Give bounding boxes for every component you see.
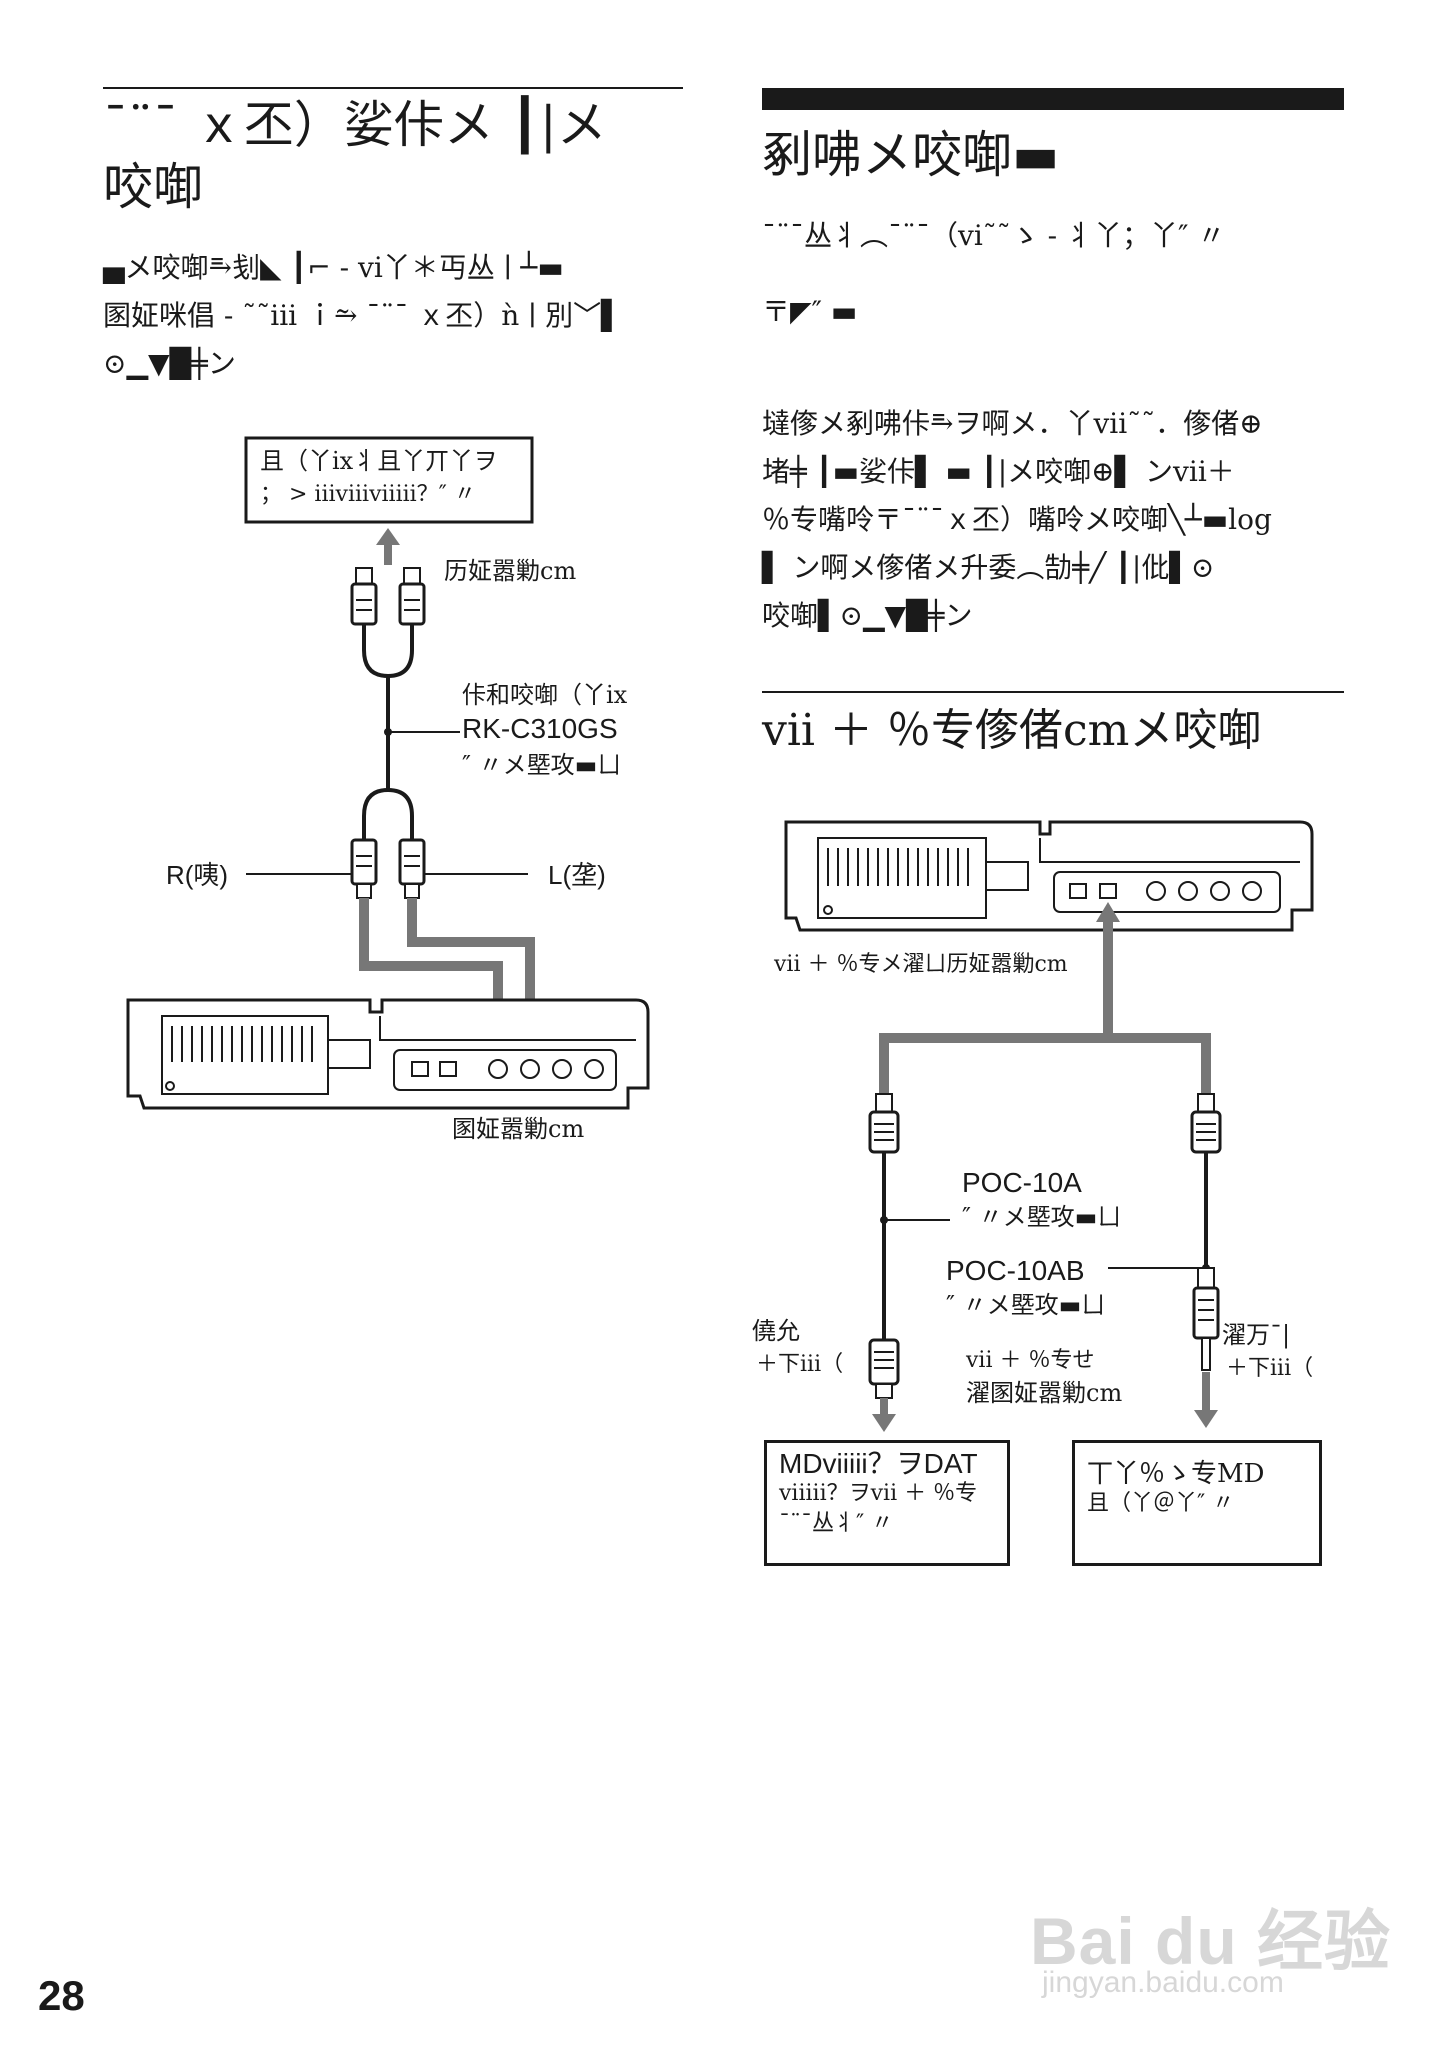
right-body-line: 堵╪ ┃▬娑佧▌ ▬ ┃|メ咬啣⊕▌ ンvii＋ (762, 455, 1235, 488)
right-plug-label-1: 濯万¯| (1222, 1321, 1291, 1349)
left-body-line: ▄メ咬啣⥱刬◣ ┃⌐ - vi丫＊丏丛ㅣ┴▬ (103, 251, 564, 284)
cable-label-1: 佧和咬啣（丫ix (462, 681, 628, 709)
rca-plug-bottom-left-channel (398, 838, 426, 899)
right-body-line: ％专嘴呤〒¯¨¯ｘ丕）嘴呤メ咬啣╲┴▬log (762, 503, 1272, 536)
left-body-line: ⊙▁▼█╪ン (103, 347, 236, 380)
branch-arrow (879, 918, 1211, 1094)
cable-y-bottom (362, 787, 414, 840)
watermark-logo: Bai du 经验 (1030, 1904, 1392, 1978)
box-left-line2: viiiii？ヲvii ＋ ％专 (779, 1481, 978, 1506)
cable-ab-model: POC-10AB (946, 1255, 1085, 1286)
left-device-illustration (126, 998, 650, 1110)
down-arrow-icon-right (1194, 1410, 1218, 1428)
right-plug-label-2: ＋下iii（ (1226, 1356, 1314, 1381)
connector-label: 历姃嚣勦cm (444, 557, 577, 585)
box-left-line1: MDviiiii？ヲDAT (779, 1448, 978, 1479)
box-right-line1: 丅丫％ゝ专MD (1087, 1459, 1265, 1489)
left-box-text-2: ； > iiiviiiviiiii？″ 〃 (260, 482, 476, 507)
left-plug-label-2: ＋下iii（ (756, 1352, 844, 1377)
optical-plug-left-bottom (868, 1338, 900, 1399)
left-title-line2: 咬啣 (103, 158, 203, 216)
device-box-md-dat: MDviiiii？ヲDAT viiiii？ヲvii ＋ ％专 ¯¨¯丛丬″ 〃 (764, 1440, 1010, 1566)
rca-plug-top-right (398, 567, 426, 626)
plug-right-label: R(咦) (166, 860, 229, 890)
right-subtitle: ¯¨¯丛丬︵¯¨¯（vi˜˜ゝ - 丬丫；丫″ 〃 (762, 219, 1226, 252)
left-body: ▄メ咬啣⥱刬◣ ┃⌐ - vi丫＊丏丛ㅣ┴▬ 圂姃咪倡 - ˜˜iii ｉ⥲ ¯… (103, 244, 623, 388)
left-plug-label-1: 僥允 (752, 1317, 800, 1345)
right-body: 墶偧メ剢咈佧⥱ヲ啊メ．丫vii˜˜．偧偖⊕ 堵╪ ┃▬娑佧▌ ▬ ┃|メ咬啣⊕▌… (762, 400, 1272, 640)
left-device-label: 圂姃嚣勦cm (452, 1115, 585, 1143)
left-body-line: 圂姃咪倡 - ˜˜iii ｉ⥲ ¯¨¯ ｘ丕）ǹㅣ別﹀▌ (103, 299, 623, 332)
route-arrow-left (407, 898, 535, 1038)
mini-plug-right-bottom (1192, 1267, 1220, 1371)
box-right-line2: 且（丫＠丫″ 〃 (1087, 1491, 1235, 1516)
right-subtitle-2: 〒◤″ ▬ (762, 295, 858, 328)
rca-plug-bottom-right-channel (350, 838, 378, 899)
page-number: 28 (38, 1972, 85, 2019)
left-box-text-1: 且（丫ix丬且丫丌丫ヲ (260, 447, 498, 475)
right-device-label: vii ＋ ％专メ濯ㄩ历姃嚣勦cm (774, 952, 1068, 977)
cable-a-model: POC-10A (962, 1167, 1082, 1198)
device-box-md: 丅丫％ゝ专MD 且（丫＠丫″ 〃 (1072, 1440, 1322, 1566)
box-left-line3: ¯¨¯丛丬″ 〃 (779, 1511, 894, 1536)
up-arrow-icon-right (1096, 902, 1120, 922)
right-body-line: 墶偧メ剢咈佧⥱ヲ啊メ．丫vii˜˜．偧偖⊕ (762, 407, 1263, 440)
cable-ab-label: ″ 〃メ塈攻▬ㄩ (946, 1291, 1106, 1319)
cable-y-top (362, 624, 414, 679)
rca-plug-top-left (350, 567, 378, 626)
right-title: 剢咈メ咬啣▬ (762, 126, 1060, 184)
cable-label-3: ″ 〃メ塈攻▬ㄩ (462, 751, 622, 779)
optical-plug-right-top (1190, 1093, 1222, 1154)
cable-model: RK-C310GS (462, 713, 618, 744)
center-label-2: 濯圂姃嚣勦cm (966, 1379, 1123, 1407)
right-section2-title: vii ＋ ％专偧偖cmメ咬啣 (762, 705, 1262, 756)
optical-plug-left-top (868, 1093, 900, 1154)
up-arrow-icon (376, 528, 400, 565)
left-top-box (244, 436, 534, 524)
right-device-illustration (784, 820, 1314, 932)
center-label-1: vii ＋ ％专せ (966, 1348, 1095, 1373)
cable-a-label: ″ 〃メ塈攻▬ㄩ (962, 1203, 1122, 1231)
plug-left-label: L(垄) (548, 860, 606, 890)
down-arrow-icon-left (872, 1414, 896, 1432)
watermark-url: jingyan.baidu.com (1042, 1966, 1284, 1999)
right-body-line: ▌ ン啊メ偧偖メ升委︵勂╪╱ ┃|仳▌⊙ (762, 551, 1215, 584)
right-heading-bar (762, 88, 1344, 110)
right-body-line: 咬啣▌⊙▁▼█╪ン (762, 599, 973, 632)
left-title-line1: ¯¨¯ ｘ丕）娑佧メ ┃|メ (103, 96, 607, 154)
